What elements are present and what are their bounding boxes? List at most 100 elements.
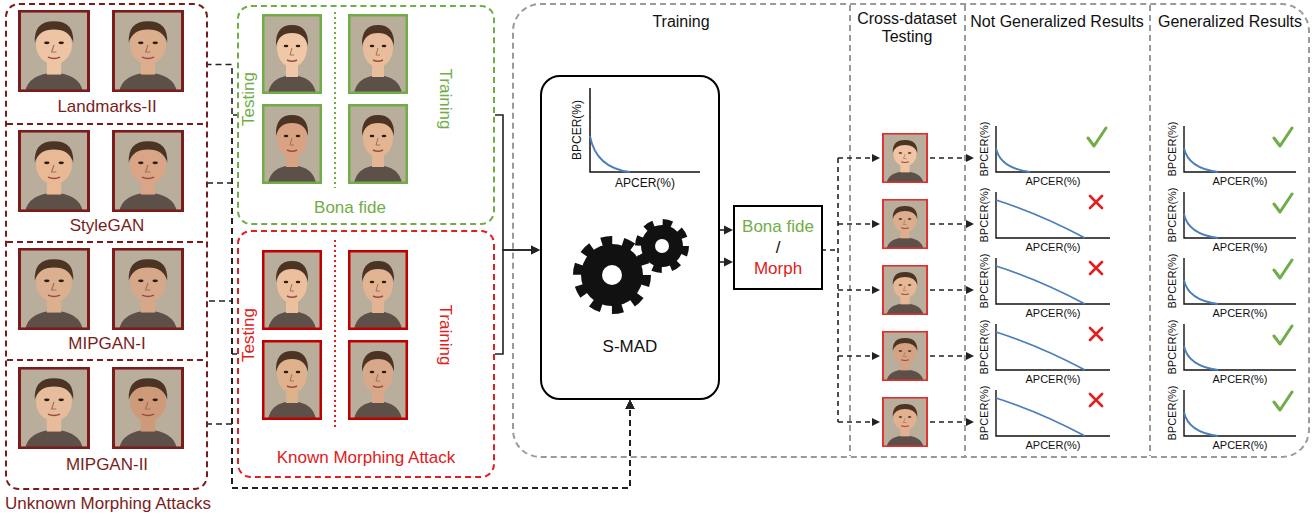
face-photo [262,250,322,330]
attack-group-box: Unknown Morphing AttacksLandmarks-IIStyl… [5,3,208,490]
pipeline-panel: TrainingCross-dataset TestingNot General… [512,3,1310,458]
node-text: Training [652,13,709,31]
arrow-head [626,400,635,409]
axis-label: BPCER(%) [978,319,991,374]
node-text: Bona fide [742,216,814,237]
column-divider [850,5,1150,456]
section-divider [7,124,206,360]
morph-attack-box: TestingTrainingKnown Morphing Attack [237,230,495,478]
axis-label: BPCER(%) [978,385,991,440]
gear-teeth [578,241,646,309]
connector-line [232,354,630,488]
arrow-head [531,246,540,255]
axis-label: BPCER(%) [1166,253,1179,308]
gear [641,225,683,267]
node-text: Testing [239,72,259,126]
axis-label: BPCER(%) [1166,121,1179,176]
face-photo [112,367,184,449]
axis-label: APCER(%) [1212,307,1267,320]
axis-label: BPCER(%) [1166,385,1179,440]
face-photo [112,10,184,92]
attack-section: Landmarks-II [7,5,206,124]
dashed-branch [821,158,872,422]
axis-label: APCER(%) [1025,241,1080,254]
face-photo [262,14,322,94]
face-photo [882,331,928,381]
connector [720,258,733,267]
node-text: Morph [754,258,802,279]
face-photo [112,130,184,212]
face-photo [882,133,928,183]
face-photo [348,250,408,330]
chart-axes [590,88,700,172]
cross-mark [1090,196,1102,406]
face-photo [18,10,90,92]
node-text: / [776,237,781,258]
face-photo [882,199,928,249]
gear-hole [655,239,669,253]
chart-curve [996,148,1030,172]
connector-line [206,301,630,488]
arrow-head [626,400,635,409]
node-text: Unknown Morphing Attacks [5,494,211,514]
face-photo [262,340,322,420]
connector [495,246,540,355]
chart-axes [1184,126,1296,436]
chart-curve [1184,148,1218,436]
arrow-head [724,226,733,235]
node-text: Bona fide [314,198,386,218]
node-text: Generalized Results [1158,13,1302,31]
connector-line [232,115,630,488]
face-photo [348,104,408,184]
arrow-head [872,154,880,426]
axis-label: BPCER(%) [978,121,991,176]
face-photo [18,367,90,449]
connector [232,354,635,488]
axis-label: BPCER(%) [978,187,991,242]
chart-curve [590,136,630,172]
node-text: StyleGAN [70,216,145,236]
gear [581,244,643,306]
attack-section: MIPGAN-II [7,360,206,488]
node-text: BPCER(%) [571,100,585,160]
node-text: Training [435,305,455,366]
axis-label: APCER(%) [1212,439,1267,452]
connector [720,226,733,235]
face-photo [262,104,322,184]
node-text: S-MAD [603,337,658,357]
connector-line [206,183,630,488]
connector [206,301,635,488]
node-text: Not Generalized Results [970,13,1143,31]
check-mark [1088,128,1106,146]
attack-section: StyleGAN [7,124,206,242]
face-photo [348,340,408,420]
bona-fide-box: TestingTrainingBona fide [237,5,495,225]
axis-label: APCER(%) [1212,241,1267,254]
attack-section: MIPGAN-I [7,242,206,360]
smad-box: BPCER(%) APCER(%) S-MAD [540,75,720,400]
connector-line [720,229,724,231]
gear-hole [602,265,622,285]
axis-label: APCER(%) [1212,175,1267,188]
connector [206,400,635,488]
split-divider [334,12,336,188]
arrow-head [724,258,733,267]
node-text: MIPGAN-II [66,455,148,475]
node-text: Landmarks-II [57,97,156,117]
arrow-head [626,400,635,409]
axis-label: BPCER(%) [1166,319,1179,374]
arrow-head [626,400,635,409]
face-photo [348,14,408,94]
node-text: APCER(%) [615,177,675,191]
face-photo [882,397,928,447]
chart-axes [996,126,1110,436]
axis-label: APCER(%) [1025,373,1080,386]
node-text: Testing [239,308,259,362]
arrow-head [966,154,974,426]
connector [232,115,635,488]
face-photo [112,248,184,330]
arrow-head [626,400,635,409]
